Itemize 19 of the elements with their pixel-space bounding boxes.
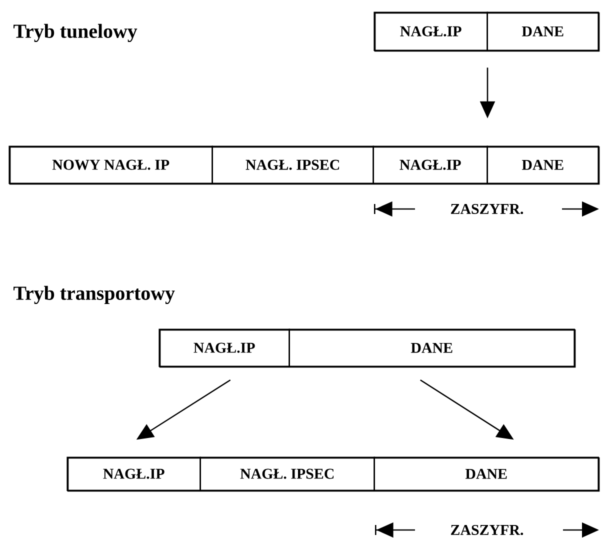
dimension-label: ZASZYFR. [450, 524, 524, 536]
section-heading: Tryb transportowy [14, 286, 175, 304]
packet-frame [9, 146, 600, 185]
dimension-label: ZASZYFR. [450, 204, 524, 214]
section-heading: Tryb tunelowy [14, 24, 138, 42]
packet-field: DANE [486, 146, 599, 184]
packet-field: DANE [288, 328, 575, 367]
packet-field: NAGŁ. IPSEC [200, 456, 375, 491]
packet-field: NAGŁ.IP [374, 12, 488, 51]
packet-field: DANE [374, 456, 599, 491]
packet-field: NAGŁ. IPSEC [212, 146, 374, 184]
packet-frame [67, 457, 600, 492]
packet-field: DANE [486, 12, 599, 51]
packet-field: NAGŁ.IP [158, 328, 290, 367]
packet-frame [374, 12, 600, 52]
packet-frame [159, 329, 576, 368]
packet-field: NOWY NAGŁ. IP [8, 146, 213, 184]
packet-field: NAGŁ.IP [66, 456, 201, 491]
packet-field: NAGŁ.IP [372, 146, 488, 184]
